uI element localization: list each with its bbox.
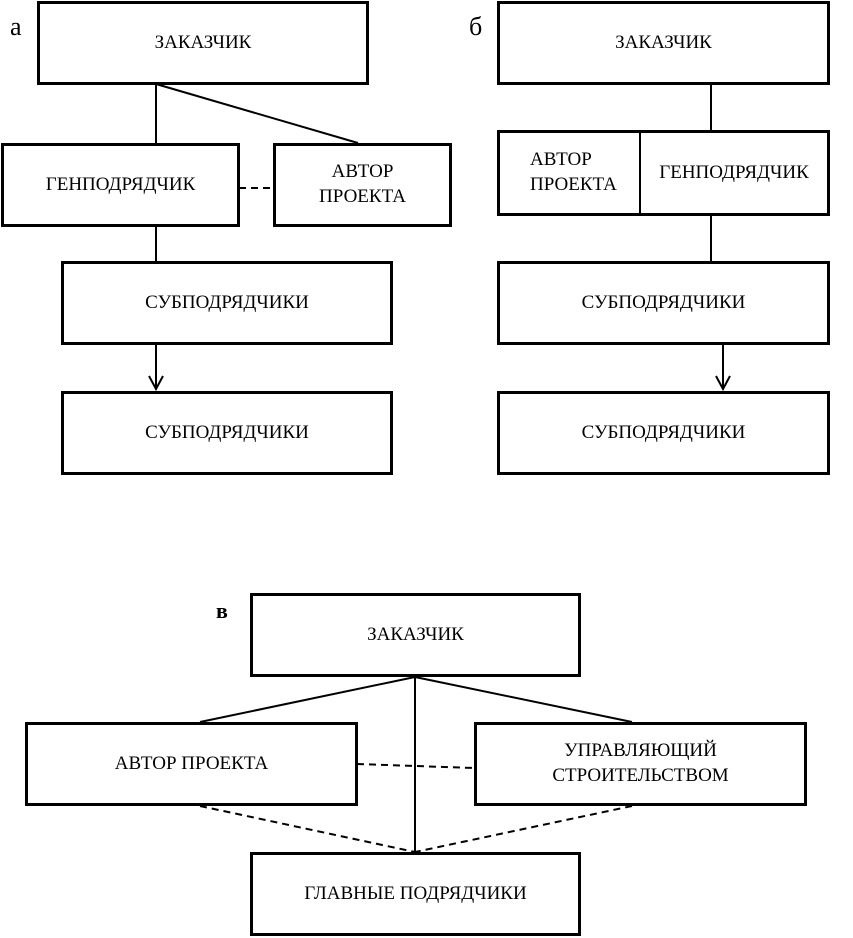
a-customer-label: ЗАКАЗЧИК: [154, 31, 252, 53]
b-general-contractor-label: ГЕНПОДРЯДЧИК: [659, 161, 809, 183]
a-project-author-box: АВТОР ПРОЕКТА: [273, 143, 452, 227]
a-customer-to-author-line: [155, 83, 359, 144]
c-customer-to-author-line: [199, 676, 416, 723]
a-subcontractors-box-2: СУБПОДРЯДЧИКИ: [61, 391, 393, 475]
diagram-b-letter: б: [469, 12, 483, 41]
c-construction-manager-box: УПРАВЛЯЮЩИЙ СТРОИТЕЛЬСТВОМ: [474, 722, 807, 806]
a-arrow-head: [148, 375, 164, 392]
a-customer-box: ЗАКАЗЧИК: [37, 1, 369, 85]
b-arrow-head: [715, 375, 731, 392]
b-project-author-label: АВТОР ПРОЕКТА: [530, 149, 617, 195]
b-customer-box: ЗАКАЗЧИК: [497, 1, 830, 85]
b-subcontractors-label-1: СУБПОДРЯДЧИКИ: [581, 291, 746, 313]
a-subcontractors-label-1: СУБПОДРЯДЧИКИ: [145, 291, 309, 313]
c-construction-manager-label: УПРАВЛЯЮЩИЙ СТРОИТЕЛЬСТВОМ: [552, 740, 729, 786]
b-customer-label: ЗАКАЗЧИК: [615, 31, 712, 53]
a-subcontractors-label-2: СУБПОДРЯДЧИКИ: [145, 421, 309, 443]
a-general-contractor-label: ГЕНПОДРЯДЧИК: [45, 173, 196, 195]
c-main-contractors-box: ГЛАВНЫЕ ПОДРЯДЧИКИ: [250, 852, 581, 936]
c-customer-label: ЗАКАЗЧИК: [367, 623, 464, 645]
c-customer-box: ЗАКАЗЧИК: [250, 593, 581, 677]
c-manager-main-dashed-line: [414, 805, 633, 853]
diagram-a-letter: а: [10, 12, 22, 41]
c-author-manager-dashed-line: [356, 763, 475, 769]
c-project-author-label: АВТОР ПРОЕКТА: [114, 752, 269, 774]
c-customer-to-manager-line: [414, 676, 633, 723]
b-general-contractor-cell: ГЕНПОДРЯДЧИК: [641, 133, 827, 213]
b-subcontractors-box-1: СУБПОДРЯДЧИКИ: [497, 261, 830, 345]
b-author-contractor-box: АВТОР ПРОЕКТА ГЕНПОДРЯДЧИК: [497, 130, 830, 216]
a-general-contractor-box: ГЕНПОДРЯДЧИК: [1, 143, 240, 227]
c-project-author-box: АВТОР ПРОЕКТА: [25, 722, 358, 806]
b-project-author-cell: АВТОР ПРОЕКТА: [500, 133, 641, 213]
c-main-contractors-label: ГЛАВНЫЕ ПОДРЯДЧИКИ: [304, 882, 527, 904]
c-author-main-dashed-line: [199, 805, 416, 853]
a-subcontractors-box-1: СУБПОДРЯДЧИКИ: [61, 261, 393, 345]
b-subcontractors-box-2: СУБПОДРЯДЧИКИ: [497, 391, 830, 475]
diagram-c-letter: в: [216, 598, 228, 623]
b-subcontractors-label-2: СУБПОДРЯДЧИКИ: [581, 421, 746, 443]
a-project-author-label: АВТОР ПРОЕКТА: [319, 161, 406, 207]
